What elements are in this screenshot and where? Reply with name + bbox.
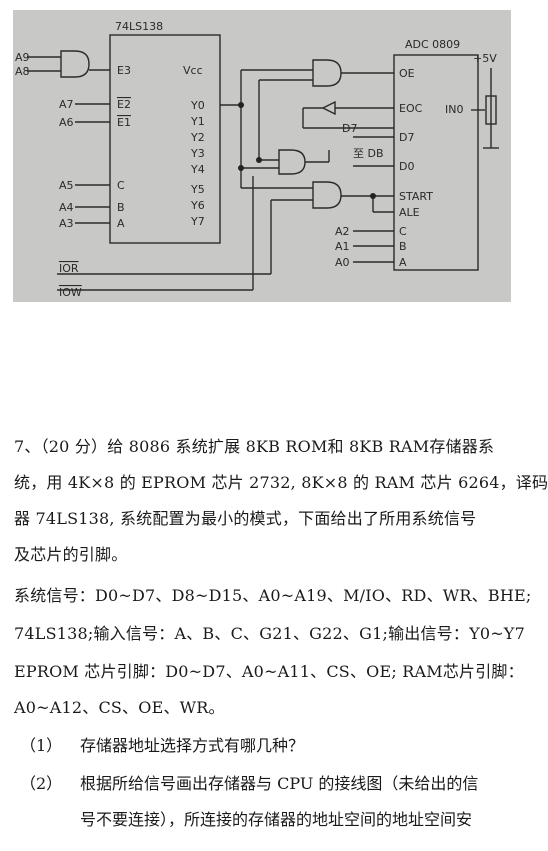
label-a4: A4 (59, 201, 74, 214)
adc-pin-b: B (399, 240, 407, 253)
question-line-4: 及芯片的引脚。 (14, 545, 128, 564)
pin-e1: E1 (117, 116, 131, 129)
label-to-db: 至 DB (353, 147, 384, 160)
adc-pin-oe: OE (399, 67, 415, 80)
label-a5: A5 (59, 179, 74, 192)
label-d7-bus: D7 (342, 122, 357, 135)
question-line-2: 统，用 4K×8 的 EPROM 芯片 2732, 8K×8 的 RAM 芯片 … (14, 473, 548, 492)
label-a1: A1 (335, 240, 350, 253)
pin-b: B (117, 201, 125, 214)
label-iow: IOW (59, 286, 82, 299)
pin-y7: Y7 (190, 215, 205, 228)
label-ior: IOR (59, 262, 79, 275)
pin-y4: Y4 (190, 163, 205, 176)
label-a0: A0 (335, 256, 350, 269)
subquestion-2-line-1: 根据所给信号画出存储器与 CPU 的接线图（未给出的信 (80, 774, 479, 793)
label-a9: A9 (15, 51, 30, 64)
label-a7: A7 (59, 98, 74, 111)
adc-pin-ale: ALE (399, 206, 420, 219)
pin-y3: Y3 (190, 147, 205, 160)
question-line-3: 器 74LS138, 系统配置为最小的模式，下面给出了所用系统信号 (14, 509, 477, 528)
adc-pin-eoc: EOC (399, 102, 423, 115)
question-line-8: A0~A12、CS、OE、WR。 (14, 698, 225, 717)
subquestion-1-text: 存储器地址选择方式有哪几种？ (80, 736, 305, 755)
pin-e2: E2 (117, 98, 131, 111)
pin-y5: Y5 (190, 183, 205, 196)
chip-adc-label: ADC 0809 (405, 38, 460, 51)
pin-vcc: Vcc (183, 64, 203, 77)
and-gate-oe (312, 59, 342, 87)
chip-74ls138-box (109, 34, 221, 244)
label-plus5v: +5V (473, 52, 497, 65)
label-a2: A2 (335, 225, 350, 238)
pin-e3: E3 (117, 64, 131, 77)
subquestion-2-line-2: 号不要连接），所连接的存储器的地址空间的地址空间安 (80, 810, 473, 829)
pin-y2: Y2 (190, 131, 205, 144)
and-gate-a9-a8 (60, 50, 90, 78)
pin-y0: Y0 (190, 99, 205, 112)
label-a3: A3 (59, 217, 74, 230)
chip-adc-box (393, 54, 479, 271)
pin-c: C (117, 179, 125, 192)
circuit-photo: 74LS138 ADC 0809 A9 A8 A7 A6 A5 A4 A3 E3… (13, 10, 511, 302)
question-line-1: 7、（20 分）给 8086 系统扩展 8KB ROM和 8KB RAM存储器系 (14, 437, 495, 456)
and-gate-start (278, 149, 306, 175)
chip-74ls138-label: 74LS138 (115, 20, 163, 33)
question-line-5: 系统信号：D0~D7、D8~D15、A0~A19、M/IO、RD、WR、BHE; (14, 586, 532, 605)
label-a8: A8 (15, 65, 30, 78)
label-in0: IN0 (445, 103, 463, 116)
and-gate-ale (312, 181, 342, 209)
label-a6: A6 (59, 116, 74, 129)
adc-pin-a: A (399, 256, 407, 269)
pin-y6: Y6 (190, 199, 205, 212)
subquestion-1-number: （1） (20, 736, 63, 755)
adc-pin-d0: D0 (399, 160, 414, 173)
pin-y1: Y1 (190, 115, 205, 128)
pin-a: A (117, 217, 125, 230)
subquestion-2-number: （2） (20, 774, 63, 793)
question-line-7: EPROM 芯片引脚：D0~D7、A0~A11、CS、OE; RAM芯片引脚： (14, 662, 524, 681)
adc-pin-d7: D7 (399, 131, 414, 144)
adc-pin-c: C (399, 225, 407, 238)
circuit-diagram: 74LS138 ADC 0809 A9 A8 A7 A6 A5 A4 A3 E3… (15, 20, 499, 299)
question-line-6: 74LS138;输入信号：A、B、C、G21、G22、G1;输出信号：Y0~Y7 (14, 624, 525, 643)
adc-pin-start: START (399, 190, 433, 203)
